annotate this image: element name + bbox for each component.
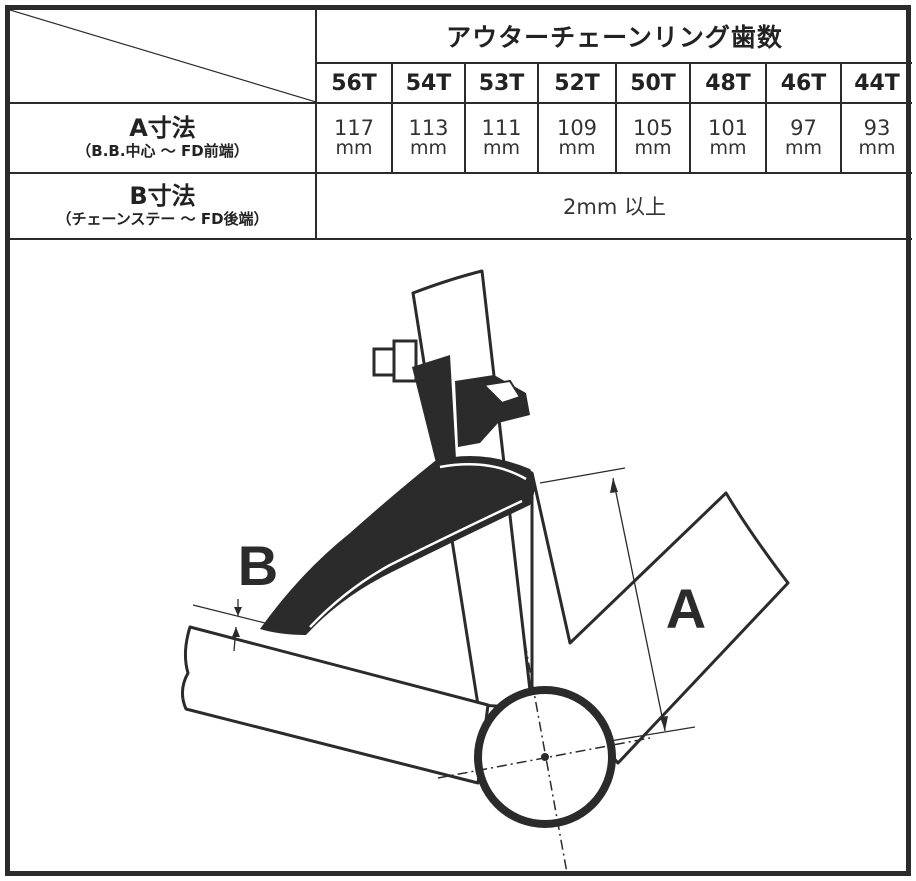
row-a-label: A寸法 xyxy=(129,114,196,142)
a-value: 93 xyxy=(863,116,891,140)
fd-cage-highlight xyxy=(309,463,527,628)
column-header: 53T xyxy=(464,62,539,104)
column-header: 54T xyxy=(391,62,466,104)
dimension-table: アウターチェーンリング歯数 56T 54T 53T 52T 50T 48T 46… xyxy=(10,10,913,240)
column-header: 44T xyxy=(839,62,913,104)
a-unit: mm xyxy=(858,137,896,159)
row-a-label-cell: A寸法 （B.B.中心 〜 FD前端） xyxy=(10,102,317,174)
row-a-sublabel: （B.B.中心 〜 FD前端） xyxy=(76,142,249,160)
a-unit: mm xyxy=(482,137,521,159)
bb-center-line-vertical xyxy=(524,642,568,874)
fd-clamp-body xyxy=(412,355,456,463)
a-value: 117 xyxy=(333,116,375,140)
a-value: 109 xyxy=(556,116,598,140)
a-unit: mm xyxy=(558,137,596,159)
column-header: 48T xyxy=(689,62,767,104)
a-value: 101 xyxy=(707,116,749,140)
b-value: 2mm 以上 xyxy=(314,172,913,240)
a-unit: mm xyxy=(709,137,747,159)
fd-clamp-bolt-head xyxy=(392,339,418,383)
dim-b-extension-top xyxy=(192,604,306,634)
diagram-svg: A B xyxy=(181,269,790,874)
a-unit: mm xyxy=(784,137,823,159)
dim-a-arrow-top xyxy=(610,478,618,493)
column-header: 56T xyxy=(316,62,393,104)
table-row-b: B寸法 （チェーンステー 〜 FD後端） 2mm 以上 xyxy=(10,172,913,240)
a-unit: mm xyxy=(409,137,448,159)
header-title: アウターチェーンリング歯数 xyxy=(314,10,913,64)
a-value: 105 xyxy=(632,116,674,140)
a-value: 97 xyxy=(790,116,817,140)
dim-a-extension-top xyxy=(539,467,626,484)
down-tube xyxy=(530,471,790,765)
table-corner-cell xyxy=(10,10,317,104)
fd-mechanism-detail xyxy=(481,379,522,405)
fd-cage xyxy=(260,456,535,635)
dim-b-label: B xyxy=(238,534,278,597)
corner-diagonal xyxy=(10,10,316,102)
a-unit: mm xyxy=(634,137,672,159)
row-b-label: B寸法 xyxy=(129,182,196,210)
column-header: 52T xyxy=(537,62,617,104)
column-header: 50T xyxy=(615,62,691,104)
a-value: 111 xyxy=(481,116,522,140)
row-b-sublabel: （チェーンステー 〜 FD後端） xyxy=(56,210,269,228)
chainstay xyxy=(181,625,490,785)
a-unit: mm xyxy=(335,137,373,159)
column-header: 46T xyxy=(765,62,842,104)
dim-a-line xyxy=(612,477,666,732)
a-value: 113 xyxy=(408,116,449,140)
row-b-label-cell: B寸法 （チェーンステー 〜 FD後端） xyxy=(10,172,317,240)
dim-a-extension-bottom xyxy=(609,726,696,742)
dim-b-arrow-bottom xyxy=(232,627,240,637)
dim-a-label: A xyxy=(666,577,706,640)
dim-a-arrow-bottom xyxy=(660,716,668,731)
dim-b-arrow-top xyxy=(234,607,242,616)
bb-center-point xyxy=(541,753,549,761)
front-derailleur-diagram: A B xyxy=(10,243,906,874)
spec-sheet: アウターチェーンリング歯数 56T 54T 53T 52T 50T 48T 46… xyxy=(5,5,913,876)
